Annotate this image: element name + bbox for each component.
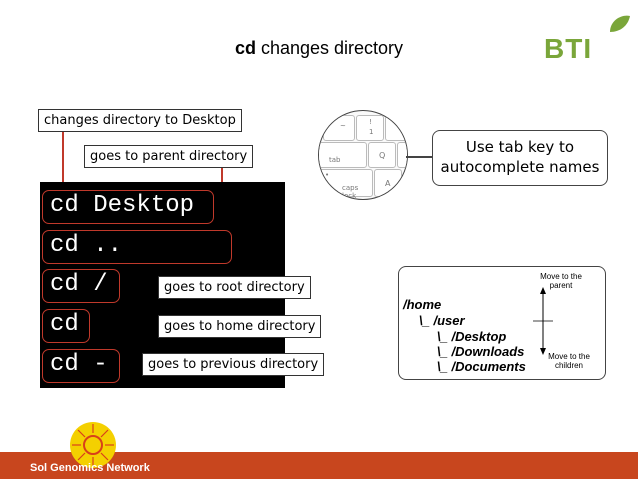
slide-title: cd changes directory [0,38,638,59]
note-root: goes to root directory [158,276,311,299]
key-2 [385,115,407,141]
leaf-icon [610,15,630,32]
command-highlight [42,349,120,383]
command-cd-parent: cd .. [50,232,123,259]
connector-line [62,130,64,196]
key-tilde: ~ [323,115,355,141]
key-tab: tab [319,142,367,168]
move-to-parent-label: Move to the parent [540,272,582,290]
tree-item-documents: \_ /Documents [437,359,526,374]
note-desktop: changes directory to Desktop [38,109,242,132]
command-highlight [42,230,232,264]
tab-key-note-text: Use tab key to autocomplete names [440,138,600,176]
key-1: !1 [356,115,384,141]
footer-text: Sol Genomics Network [30,462,150,474]
sol-genomics-sun-icon [70,422,116,468]
command-cd-desktop: cd Desktop [50,192,195,219]
command-cd-home: cd [50,311,79,338]
tree-item-desktop: \_ /Desktop [437,329,507,344]
command-cd-root: cd / [50,271,108,298]
connector-line [406,156,432,158]
key-caps-lock: •caps lock [319,169,373,199]
title-command: cd [234,38,256,58]
tree-item-downloads: \_ /Downloads [437,344,525,359]
command-highlight [42,309,90,343]
key-a: A [374,169,402,197]
tree-item-home: /home [403,297,442,312]
command-highlight [42,269,120,303]
bti-logo-text: BTI [544,33,593,64]
note-previous: goes to previous directory [142,353,325,376]
command-cd-previous: cd - [50,351,108,378]
key-q: Q [368,142,396,168]
tree-item-user: \_ /user [419,313,465,328]
note-parent: goes to parent directory [84,145,254,168]
note-home: goes to home directory [158,315,322,338]
bti-logo [610,15,630,32]
tab-key-note: Use tab key to autocomplete names [432,130,608,186]
key-w [397,142,407,168]
title-text: changes directory [255,38,404,58]
command-highlight [42,190,214,224]
directory-tree-box: /home \_ /user \_ /Desktop \_ /Downloads… [398,266,606,380]
move-to-children-label: Move to the children [548,352,590,370]
keyboard-illustration: ~ !1 tab Q •caps lock A [318,110,408,200]
up-down-arrow-icon [533,287,553,355]
